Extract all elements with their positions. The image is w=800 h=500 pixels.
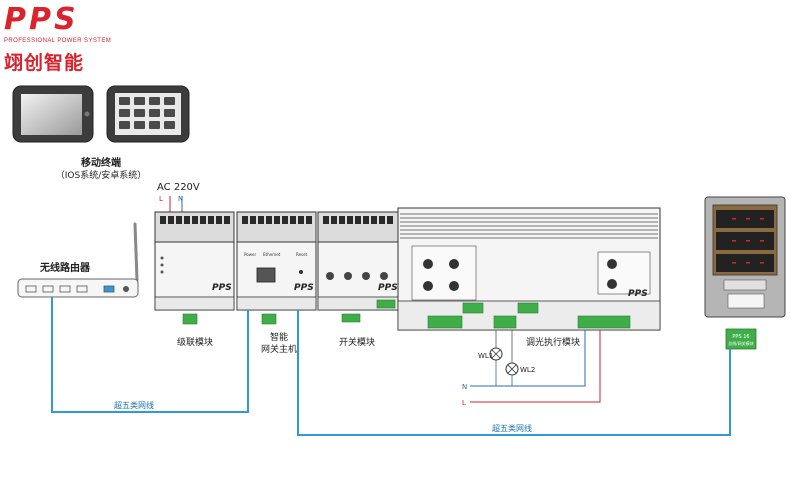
switch-module-label: 开关模块 — [339, 336, 375, 348]
lamp-feed-wires — [495, 329, 500, 348]
brand-block: PPS PROFESSIONAL POWER SYSTEM 翊创智能 — [4, 4, 111, 75]
neutral-wire-bottom — [470, 330, 586, 387]
switch-brand: PPS — [378, 283, 398, 293]
ac-label: AC 220V — [157, 182, 200, 193]
gateway-reset-label: Reset — [296, 252, 308, 257]
gateway-ethernet-label: Ethernet — [263, 252, 281, 257]
brand-logo: PPS — [4, 2, 79, 37]
neutral-label-top: N — [178, 195, 183, 203]
gateway-brand: PPS — [294, 283, 314, 293]
dimmer-brand: PPS — [628, 289, 648, 299]
live-label-top: L — [159, 195, 163, 203]
cascade-module-label: 级联模块 — [177, 336, 213, 348]
app-icon-grid — [119, 97, 175, 129]
gateway-label-line2: 网关主机 — [261, 343, 297, 355]
mobile-title: 移动终端 — [81, 156, 121, 169]
live-wire-bottom — [470, 330, 601, 403]
router-label: 无线路由器 — [39, 261, 91, 274]
gateway-power-label: Power — [244, 252, 256, 257]
panel-interface-label-2: 总线/网关模块 — [728, 340, 753, 346]
din-rail-modules: PPS Power Ethernet Reset PPS PPS — [154, 211, 401, 325]
wireless-router — [17, 278, 139, 298]
cat5e-cable-router-gateway — [51, 297, 249, 413]
wall-control-panel — [704, 196, 786, 318]
dimmer-module: PPS — [397, 207, 661, 331]
dimmer-module-label: 调光执行模块 — [526, 336, 580, 348]
router-antenna — [133, 222, 139, 282]
lamp-wl2-label: WL2 — [520, 366, 535, 374]
lamp-wl1-label: WL1 — [478, 352, 493, 360]
brand-name: 翊创智能 — [4, 52, 85, 74]
cable-label-2: 超五类网线 — [492, 423, 532, 433]
mobile-subtitle: （IOS系统/安卓系统） — [56, 169, 146, 181]
brand-tagline: PROFESSIONAL POWER SYSTEM — [4, 38, 112, 44]
gateway-rj45-port — [256, 267, 276, 283]
tablet-device — [12, 85, 94, 143]
cascade-brand: PPS — [212, 283, 232, 293]
phone-device — [106, 85, 190, 143]
panel-interface-label-1: PPS 16 — [732, 334, 749, 340]
gateway-label-line1: 智能 — [270, 331, 288, 343]
neutral-label-bottom: N — [462, 383, 467, 391]
live-label-bottom: L — [462, 399, 466, 407]
cat5e-cable-gateway-panel — [297, 310, 731, 436]
lamp-wl2 — [505, 362, 519, 376]
cable-label-1: 超五类网线 — [114, 400, 154, 410]
panel-interface-terminal — [725, 328, 757, 350]
lamp-wl1 — [489, 347, 503, 361]
